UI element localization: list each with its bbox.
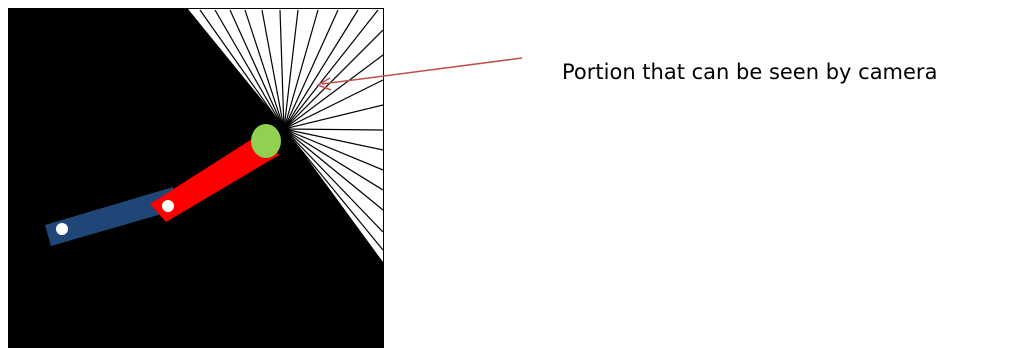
annotation-label: Portion that can be seen by camera — [562, 62, 937, 83]
joint-icon — [56, 223, 68, 235]
camera-icon — [251, 124, 281, 158]
joint-icon — [162, 200, 174, 212]
